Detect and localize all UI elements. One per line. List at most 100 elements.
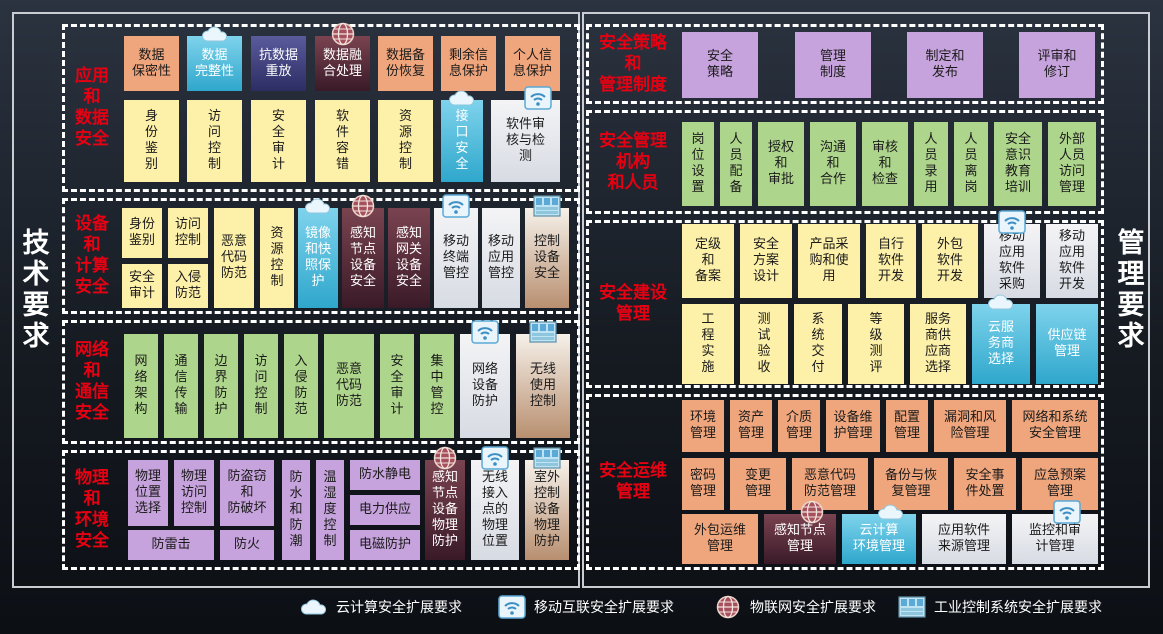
req-box-ops-6: 网络和系统安全管理 [1012,400,1098,452]
req-box-con-8: 测试验收 [740,304,788,384]
globe-icon [329,22,357,46]
req-box-con-6: 移动应用软件开发 [1046,224,1098,298]
req-box-ops-8: 变更管理 [730,458,786,510]
globe-icon [349,194,377,218]
req-box-phy-2: 防盗窃和防破坏 [220,460,274,526]
req-box-org-5: 人员录用 [914,122,948,206]
req-box-ops-2: 介质管理 [778,400,820,452]
req-box-dev-0: 身份鉴别 [122,208,162,258]
req-box-con-2: 产品采购和使用 [798,224,860,298]
req-box-app-0: 数据保密性 [124,36,179,91]
req-box-ops-14: 感知节点管理 [764,514,836,564]
req-box-ops-7: 密码管理 [682,458,724,510]
req-box-app-5: 剩余信息保护 [441,36,496,91]
req-box-con-9: 系统交付 [794,304,842,384]
req-box-phy-9: 防火 [220,530,274,560]
req-box-con-0: 定级和备案 [682,224,734,298]
group-label-phy: 物理和环境安全 [75,468,109,551]
group-border-org [586,110,1104,214]
req-box-ops-4: 配置管理 [886,400,928,452]
req-box-phy-12: 室外控制设备物理防护 [525,460,569,560]
req-box-con-1: 安全方案设计 [740,224,792,298]
req-box-phy-11: 无线接入点的物理位置 [471,460,519,560]
req-box-phy-7: 电磁防护 [350,530,420,560]
wifi-icon [442,194,470,218]
req-box-pol-3: 评审和修订 [1019,32,1095,98]
req-box-org-6: 人员离岗 [954,122,988,206]
req-box-phy-5: 防水静电 [350,460,420,490]
control-panel-icon [533,194,561,218]
req-box-app-9: 安全审计 [251,100,306,182]
req-box-net-1: 通信传输 [164,334,198,438]
side-label-mgmt: 管理要求 [1117,228,1145,352]
req-box-app-7: 身份鉴别 [124,100,179,182]
req-box-ops-9: 恶意代码防范管理 [792,458,868,510]
group-label-app: 应用和数据安全 [75,66,109,149]
req-box-phy-10: 感知节点设备物理防护 [425,460,465,560]
side-label-tech: 技术要求 [22,228,50,352]
group-border-phy [62,450,580,570]
req-box-net-7: 集中管控 [420,334,454,438]
req-box-app-3: 数据融合处理 [315,36,370,91]
req-box-app-13: 软件审核与检测 [491,100,560,182]
req-box-org-2: 授权和审批 [758,122,804,206]
cloud-icon [987,290,1015,314]
req-box-app-10: 软件容错 [315,100,370,182]
legend-label-iot: 物联网安全扩展要求 [750,600,876,616]
req-box-dev-11: 控制设备安全 [525,208,569,308]
legend-wifi-icon [498,595,526,619]
group-border-app [62,24,580,192]
req-box-net-2: 边界防护 [204,334,238,438]
req-box-dev-6: 镜像和快照保护 [298,208,338,308]
req-box-phy-1: 物理访问控制 [174,460,214,526]
globe-icon [431,446,459,470]
req-box-app-12: 接口安全 [441,100,483,182]
req-box-net-6: 安全审计 [380,334,414,438]
cloud-icon [201,22,229,46]
cloud-icon [304,194,332,218]
req-box-app-8: 访问控制 [187,100,242,182]
req-box-dev-4: 恶意代码防范 [214,208,254,308]
group-border-con [586,220,1104,388]
req-box-dev-2: 安全审计 [122,264,162,308]
req-box-dev-7: 感知节点设备安全 [342,208,384,308]
group-label-org: 安全管理机构和人员 [599,130,667,193]
mgmt-frame [582,12,1150,588]
req-box-net-0: 网络架构 [124,334,158,438]
req-box-con-12: 云服务商选择 [972,304,1030,384]
req-box-con-7: 工程实施 [682,304,734,384]
wifi-icon [998,210,1026,234]
cloud-icon [448,86,476,110]
req-box-ops-13: 外包运维管理 [682,514,758,564]
req-box-net-9: 无线使用控制 [516,334,570,438]
req-box-phy-6: 电力供应 [350,495,420,525]
req-box-app-6: 个人信息保护 [505,36,560,91]
req-box-dev-8: 感知网关设备安全 [388,208,430,308]
req-box-con-5: 移动应用软件采购 [984,224,1040,298]
req-box-phy-8: 防雷击 [128,530,214,560]
legend-label-mobile: 移动互联安全扩展要求 [534,600,674,616]
req-box-app-1: 数据完整性 [187,36,242,91]
legend-globe-icon [714,595,742,619]
legend-label-ics: 工业控制系统安全扩展要求 [934,600,1102,616]
req-box-phy-4: 温湿度控制 [316,460,344,560]
req-box-pol-2: 制定和发布 [907,32,983,98]
group-label-con: 安全建设管理 [599,283,667,324]
req-box-app-4: 数据备份恢复 [378,36,433,91]
cloud-icon [877,500,905,524]
globe-icon [798,500,826,524]
req-box-org-8: 外部人员访问管理 [1048,122,1096,206]
wifi-icon [524,86,552,110]
req-box-con-4: 外包软件开发 [922,224,978,298]
control-panel-icon [529,320,557,344]
req-box-net-8: 网络设备防护 [460,334,510,438]
group-border-pol [586,24,1104,104]
req-box-net-4: 入侵防范 [284,334,318,438]
wifi-icon [471,320,499,344]
req-box-dev-1: 访问控制 [168,208,208,258]
req-box-ops-5: 漏洞和风险管理 [934,400,1006,452]
req-box-ops-1: 资产管理 [730,400,772,452]
group-label-pol: 安全策略和管理制度 [599,32,667,95]
req-box-pol-0: 安全策略 [682,32,758,98]
